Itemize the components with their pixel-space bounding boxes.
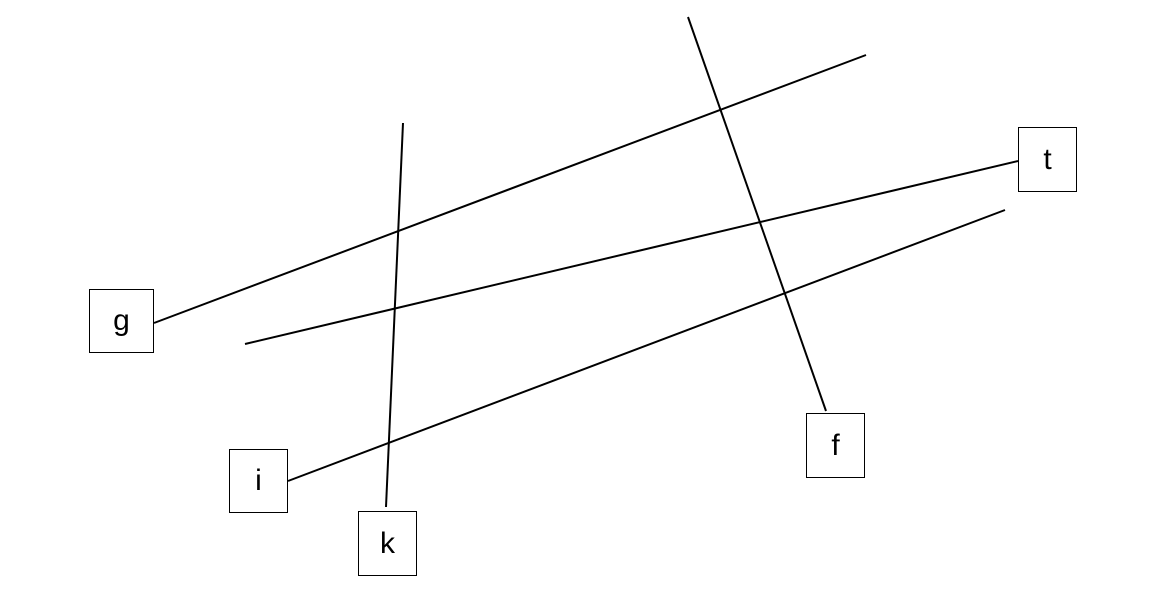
line-k	[385, 122, 404, 508]
node-k: k	[358, 511, 417, 576]
line-f	[687, 16, 827, 412]
node-t: t	[1018, 127, 1077, 192]
node-i-label: i	[255, 464, 262, 497]
node-g-label: g	[113, 304, 130, 337]
node-f-label: f	[831, 428, 840, 462]
node-f: f	[806, 413, 865, 478]
node-t-label: t	[1043, 142, 1052, 176]
line-t	[244, 160, 1019, 345]
node-k-label: k	[380, 526, 395, 560]
line-g	[153, 54, 867, 324]
line-i	[287, 209, 1006, 482]
node-g: g	[89, 289, 154, 353]
node-i: i	[229, 449, 288, 513]
